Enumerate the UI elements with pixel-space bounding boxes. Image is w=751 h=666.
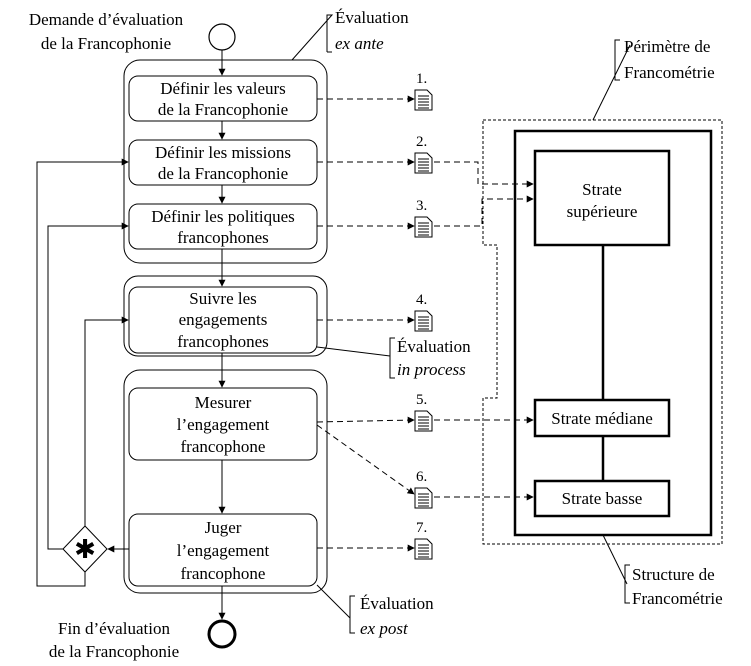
document-number-2: 2. <box>416 134 427 150</box>
complex-gateway: ✱ <box>62 525 108 573</box>
document-icon-4: 4. <box>414 292 433 332</box>
svg-text:Évaluation: Évaluation <box>397 337 471 356</box>
svg-text:Périmètre de: Périmètre de <box>624 37 710 56</box>
document-number-4: 4. <box>416 292 427 308</box>
svg-text:Mesurer: Mesurer <box>195 393 252 412</box>
annotation-ex-post: Évaluation ex post <box>316 584 434 638</box>
phase-ex-post-group <box>123 369 328 594</box>
document-number-5: 5. <box>416 392 427 408</box>
activity-definir-missions: Définir les missions de la Francophonie <box>128 139 318 186</box>
svg-text:francophones: francophones <box>177 332 269 351</box>
phase-in-process-group <box>123 275 328 357</box>
document-icon-2: 2. <box>414 134 433 174</box>
strate-superieure: Strate supérieure <box>533 149 671 247</box>
svg-text:Strate basse: Strate basse <box>562 489 643 508</box>
svg-text:de la Francophonie: de la Francophonie <box>158 100 288 119</box>
start-label-line2: de la Francophonie <box>41 34 171 53</box>
svg-text:Définir les valeurs: Définir les valeurs <box>160 79 286 98</box>
svg-text:Strate médiane: Strate médiane <box>551 409 653 428</box>
svg-text:Juger: Juger <box>205 518 242 537</box>
activity-definir-valeurs: Définir les valeurs de la Francophonie <box>128 75 318 122</box>
svg-text:ex post: ex post <box>360 619 409 638</box>
structure-francometrie-box <box>513 129 713 537</box>
perimetre-francometrie-boundary <box>482 119 723 545</box>
svg-text:francophones: francophones <box>177 228 269 247</box>
document-number-7: 7. <box>416 520 427 536</box>
activity-suivre-engagements: Suivre les engagements francophones <box>128 286 318 354</box>
svg-text:ex ante: ex ante <box>335 34 384 53</box>
svg-text:francophone: francophone <box>181 437 266 456</box>
document-icon-3: 3. <box>414 198 433 238</box>
annotation-ex-ante: Évaluation ex ante <box>291 8 409 61</box>
document-icon-1: 1. <box>414 71 433 111</box>
svg-text:Définir les politiques: Définir les politiques <box>151 207 295 226</box>
svg-text:Évaluation: Évaluation <box>335 8 409 27</box>
activity-mesurer-engagement: Mesurer l’engagement francophone <box>128 387 318 461</box>
document-number-3: 3. <box>416 198 427 214</box>
svg-text:l’engagement: l’engagement <box>177 541 270 560</box>
document-number-1: 1. <box>416 71 427 87</box>
annotation-structure: Structure de Francométrie <box>602 534 723 608</box>
end-event <box>207 619 237 649</box>
svg-text:engagements: engagements <box>179 310 268 329</box>
svg-text:Définir les missions: Définir les missions <box>155 143 291 162</box>
start-label-line1: Demande d’évaluation <box>29 10 184 29</box>
document-icon-7: 7. <box>414 520 433 560</box>
activity-juger-engagement: Juger l’engagement francophone <box>128 513 318 587</box>
svg-text:Évaluation: Évaluation <box>360 594 434 613</box>
svg-text:de la Francophonie: de la Francophonie <box>158 164 288 183</box>
document-icon-5: 5. <box>414 392 433 432</box>
svg-text:in process: in process <box>397 360 466 379</box>
annotation-perimetre: Périmètre de Francométrie <box>592 37 715 121</box>
svg-text:Francométrie: Francométrie <box>624 63 715 82</box>
feedback-loops <box>36 158 129 587</box>
strate-mediane: Strate médiane <box>533 398 671 438</box>
svg-text:Francométrie: Francométrie <box>632 589 723 608</box>
end-label-line2: de la Francophonie <box>49 642 179 661</box>
svg-text:supérieure: supérieure <box>567 202 638 221</box>
svg-text:Structure de: Structure de <box>632 565 715 584</box>
dashed-flows <box>316 95 534 552</box>
documents-group: 1. 2. 3. 4. 5. 6. 7. <box>414 71 433 560</box>
svg-text:Suivre les: Suivre les <box>189 289 257 308</box>
svg-text:l’engagement: l’engagement <box>177 415 270 434</box>
strate-basse: Strate basse <box>533 479 671 518</box>
document-number-6: 6. <box>416 469 427 485</box>
svg-text:francophone: francophone <box>181 564 266 583</box>
annotation-in-process: Évaluation in process <box>316 337 471 379</box>
svg-text:Strate: Strate <box>582 180 622 199</box>
svg-text:✱: ✱ <box>74 535 96 565</box>
end-label-line1: Fin d’évaluation <box>58 619 170 638</box>
start-event <box>208 23 236 51</box>
document-icon-6: 6. <box>414 469 433 509</box>
activity-definir-politiques: Définir les politiques francophones <box>128 203 318 250</box>
